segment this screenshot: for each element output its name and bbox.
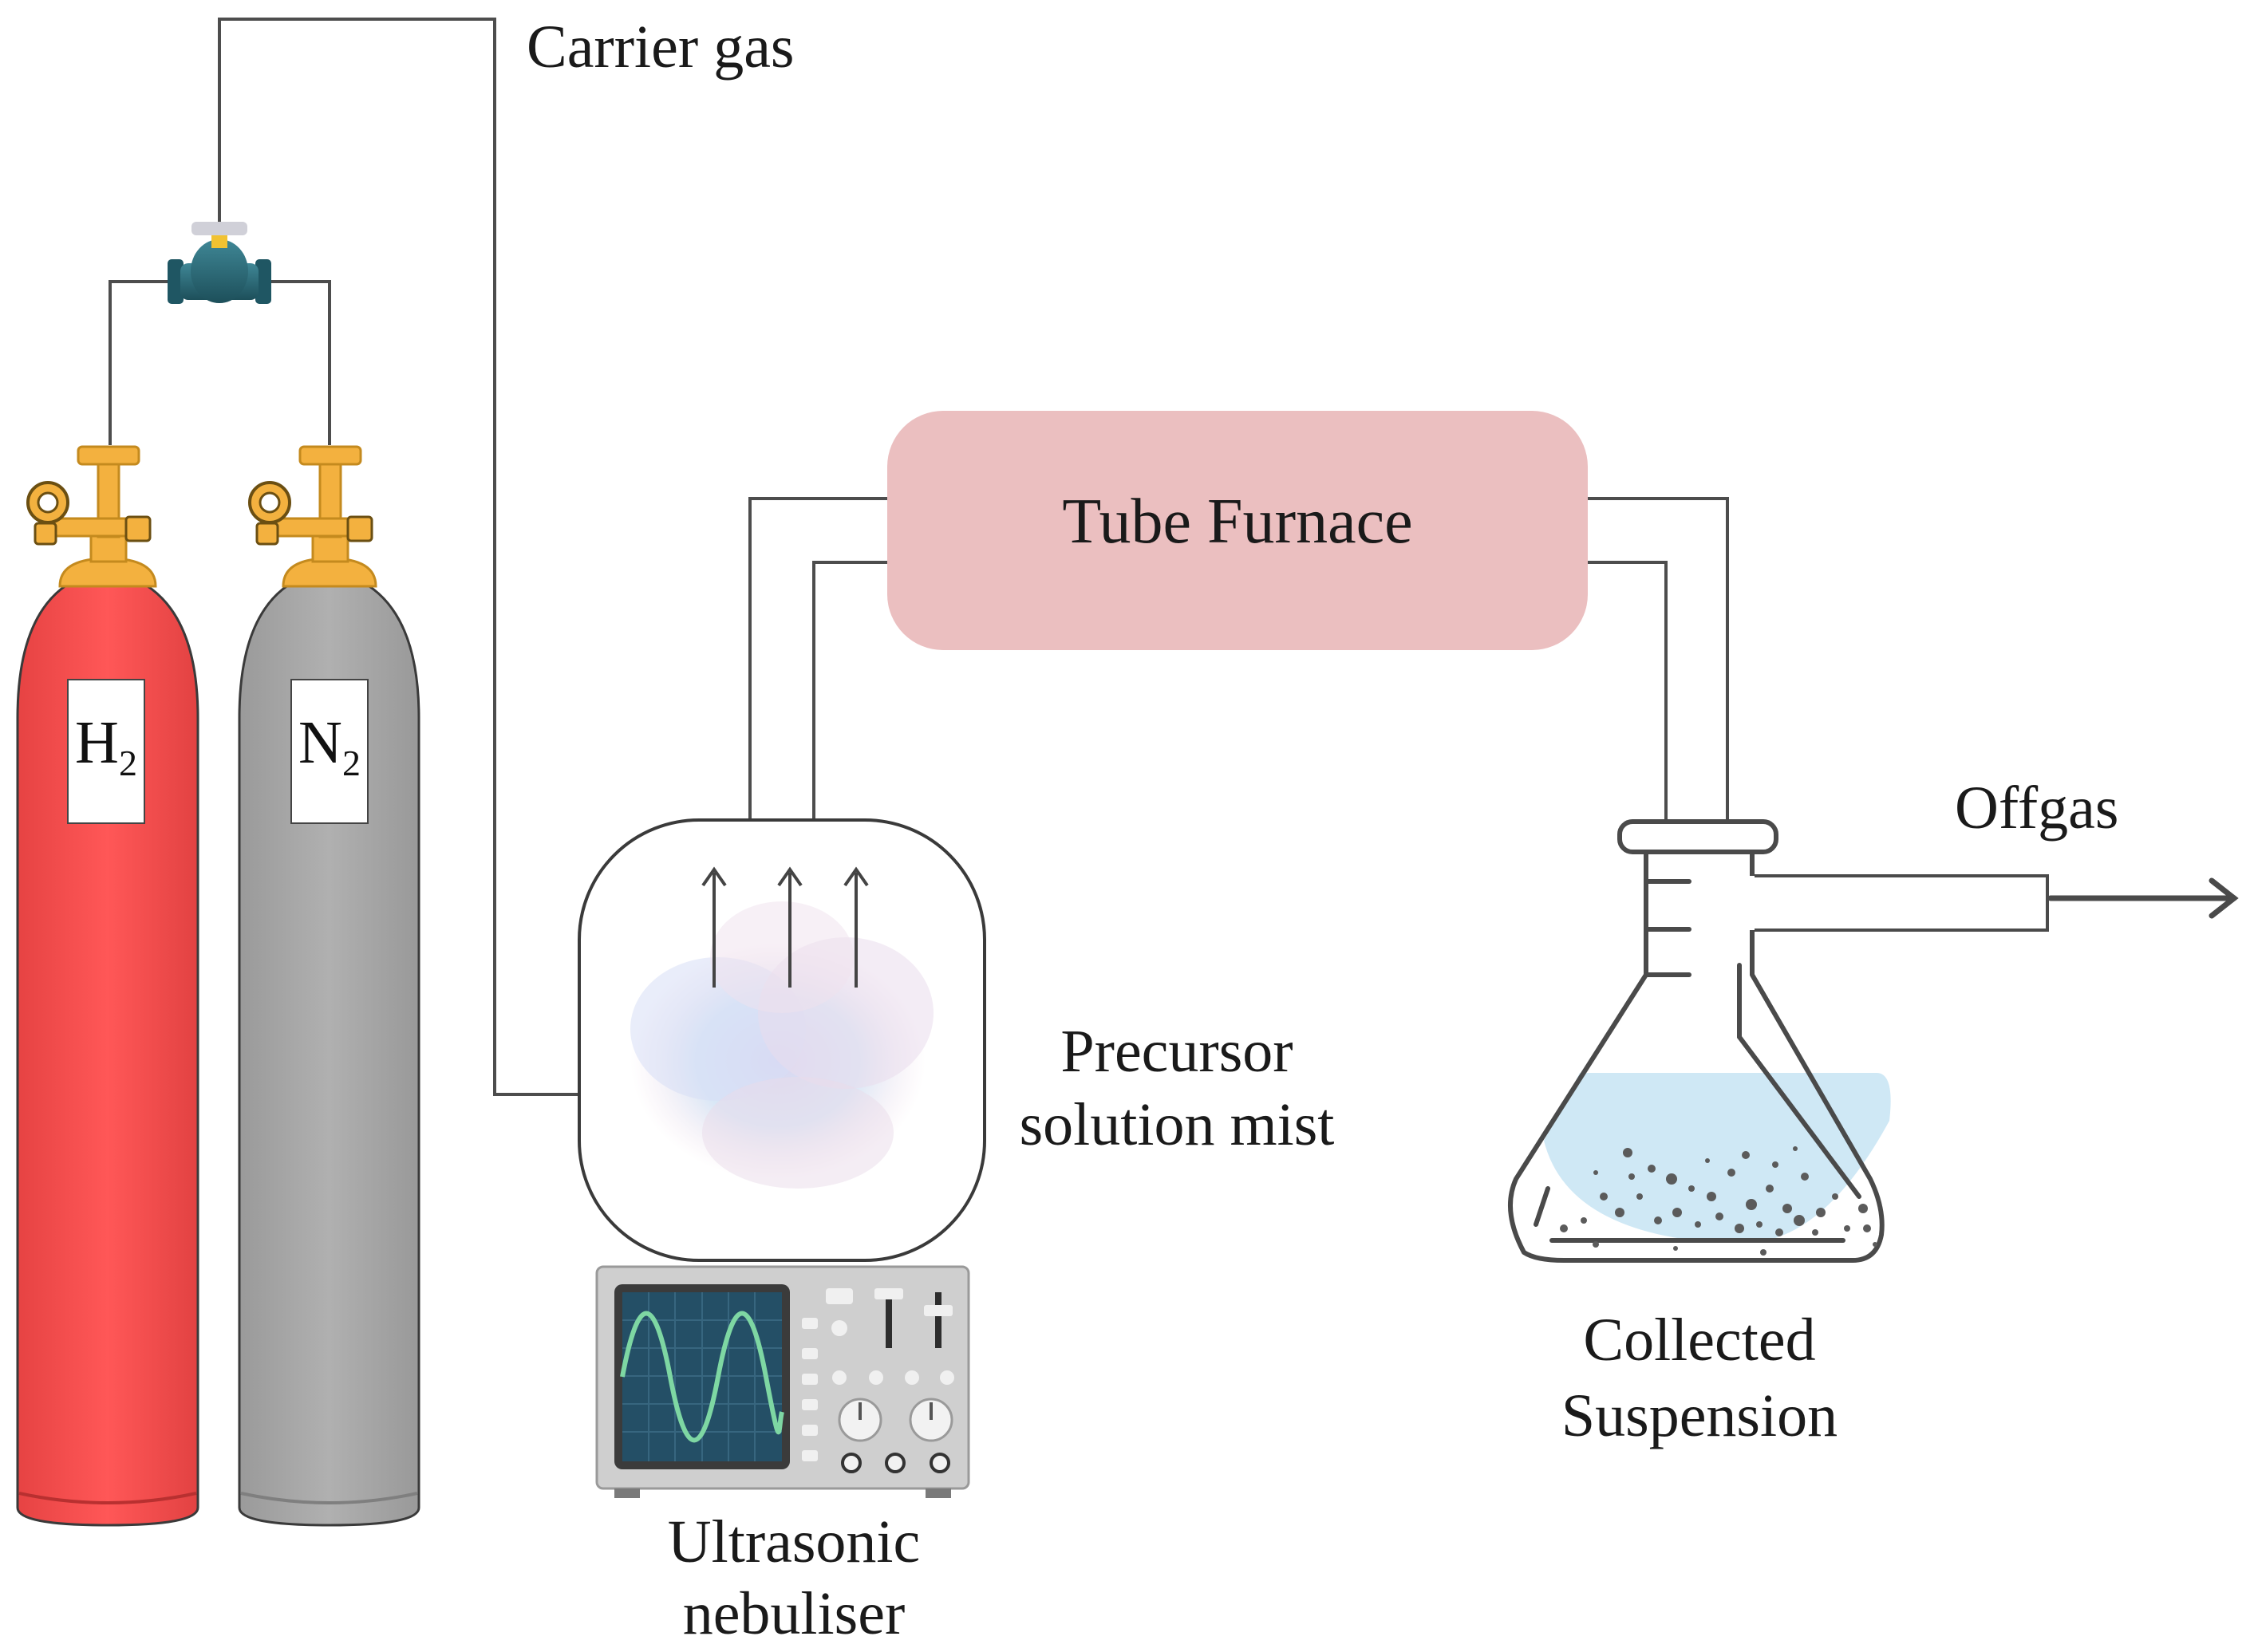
svg-text:N2: N2 — [298, 709, 361, 783]
h2-symbol: H — [75, 709, 119, 776]
flask-outline — [1507, 852, 1885, 1263]
h2-regulator-icon — [26, 445, 157, 588]
offgas-arrow — [2047, 877, 2239, 919]
nebuliser-label-line2: nebuliser — [683, 1580, 906, 1647]
tube-furnace-label: Tube Furnace — [1062, 487, 1412, 557]
svg-text:H2: H2 — [75, 709, 137, 783]
sine-wave — [620, 1311, 784, 1443]
outlet-tube — [1588, 497, 1729, 822]
collected-label-line2: Suspension — [1561, 1382, 1838, 1449]
h2-label-card — [67, 679, 145, 824]
gas-lines — [109, 18, 579, 1096]
n2-regulator-icon — [248, 445, 377, 588]
precursor-label-line1: Precursor — [1060, 1018, 1293, 1085]
collection-flask-icon — [1507, 819, 2049, 1263]
n2-symbol: N — [298, 709, 342, 776]
carrier-gas-label: Carrier gas — [527, 14, 795, 81]
n2-label-card — [290, 679, 369, 824]
particles — [1560, 1146, 1877, 1256]
h2-subscript: 2 — [119, 743, 137, 783]
valve-icon — [168, 222, 271, 304]
n2-cylinder: N2 — [238, 445, 420, 1527]
n2-subscript: 2 — [342, 743, 361, 783]
mist-rise-arrows — [701, 866, 869, 988]
offgas-label: Offgas — [1955, 775, 2118, 842]
tube-furnace: Tube Furnace — [887, 411, 1588, 650]
precursor-label-line2: solution mist — [1020, 1091, 1335, 1158]
outlet-side-arm — [1750, 874, 2049, 932]
collected-label-line1: Collected — [1583, 1307, 1815, 1374]
nebuliser-label-line1: Ultrasonic — [668, 1508, 921, 1575]
h2-cylinder: H2 — [16, 445, 199, 1527]
mist-chamber — [578, 818, 986, 1262]
mist-cloud — [630, 901, 934, 1189]
inlet-tube — [748, 497, 887, 820]
nebuliser-device-icon — [595, 1265, 970, 1498]
